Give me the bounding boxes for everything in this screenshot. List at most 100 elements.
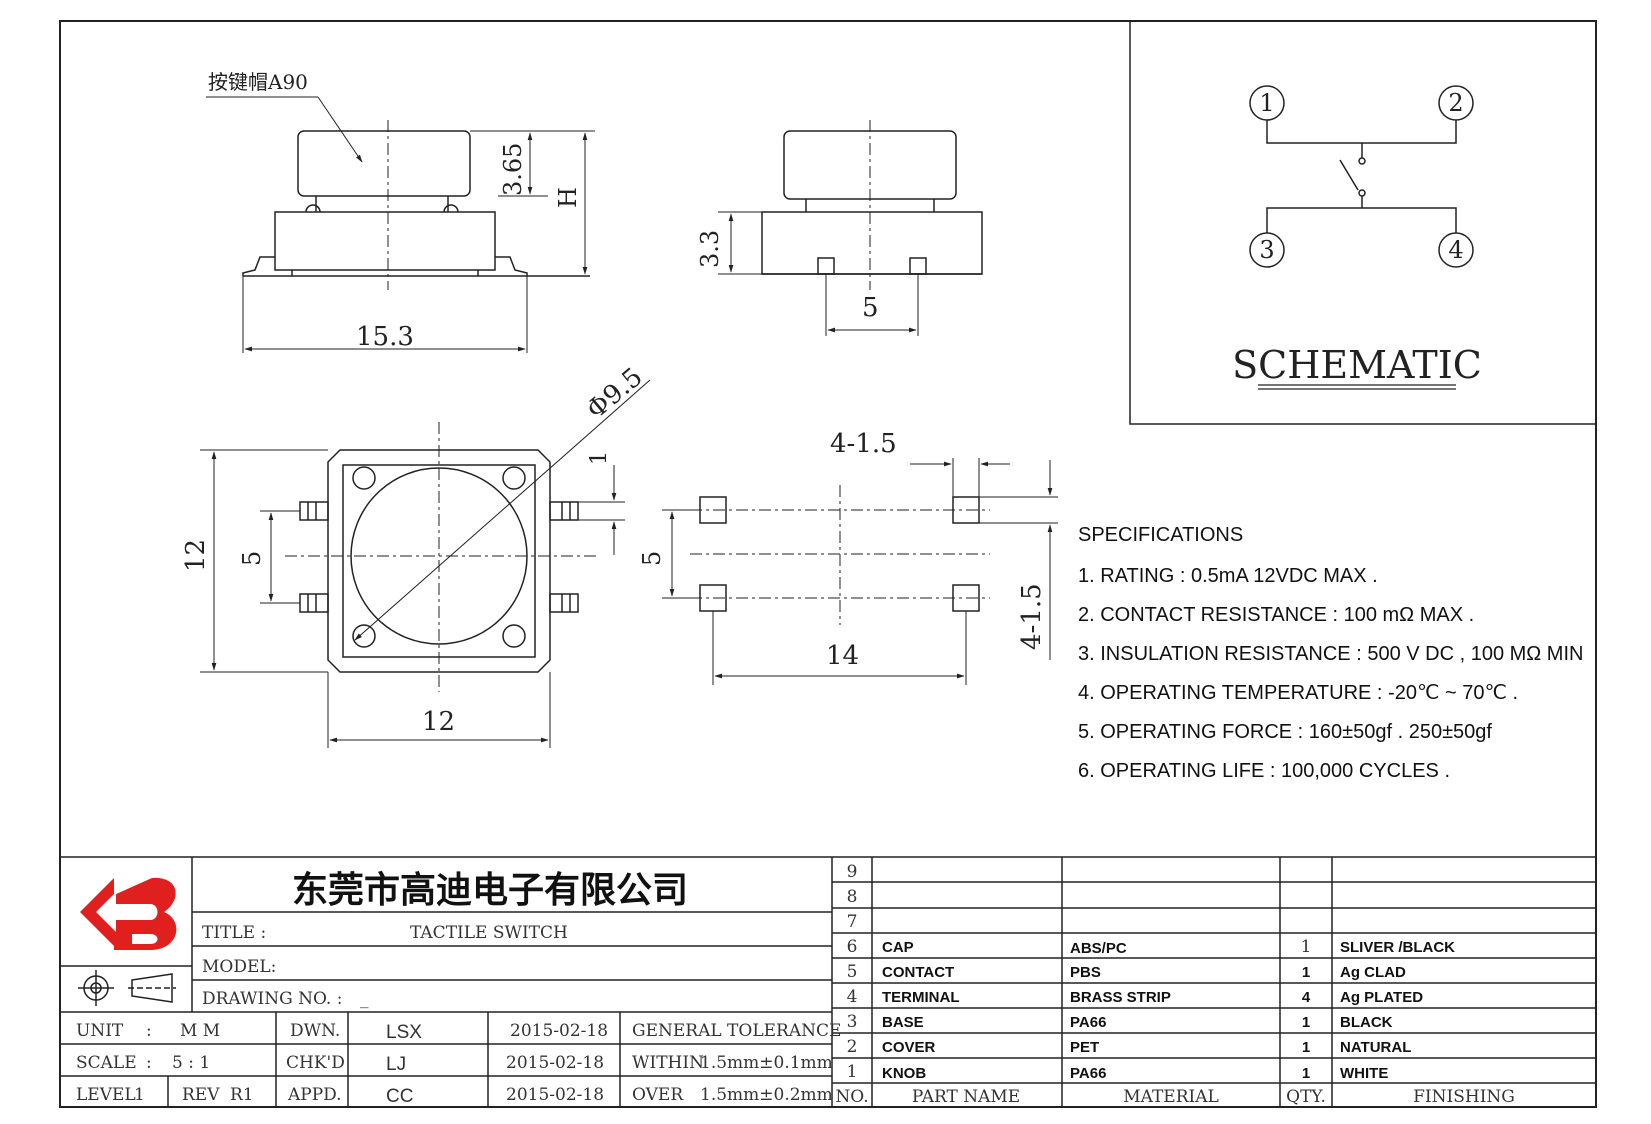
dim-body-width: 12 bbox=[422, 707, 455, 737]
bom-part: KNOB bbox=[882, 1065, 926, 1082]
tolerance-over-value: 1.5mm±0.2mm bbox=[700, 1085, 833, 1105]
dim-total-height: H bbox=[554, 187, 582, 208]
dim-base-height: 3.3 bbox=[696, 230, 724, 268]
dim-pad-size-top: 4-1.5 bbox=[830, 429, 897, 459]
spec-item: 3. INSULATION RESISTANCE : 500 V DC , 10… bbox=[1078, 643, 1583, 665]
bom-qty: 1 bbox=[1302, 1014, 1310, 1031]
chk-date: 2015-02-18 bbox=[506, 1053, 604, 1073]
bom-row-no: 9 bbox=[847, 862, 858, 882]
switch-symbol bbox=[1249, 85, 1474, 268]
spec-item: 6. OPERATING LIFE : 100,000 CYCLES . bbox=[1078, 760, 1450, 782]
scale-label: SCALE bbox=[76, 1053, 137, 1073]
dim-pin-pitch-v: 5 bbox=[238, 551, 266, 566]
bom-part: CAP bbox=[882, 939, 914, 956]
appd-date: 2015-02-18 bbox=[506, 1085, 604, 1105]
bom-qty: 1 bbox=[1302, 964, 1310, 981]
bom-row-no: 8 bbox=[847, 887, 858, 907]
schematic-pin-1: 1 bbox=[1259, 89, 1274, 117]
cap-label: 按键帽A90 bbox=[208, 70, 308, 94]
title-block bbox=[60, 856, 1596, 1107]
bom-finish: NATURAL bbox=[1340, 1039, 1411, 1056]
bom-material: PA66 bbox=[1070, 1065, 1106, 1082]
bom-finish: Ag PLATED bbox=[1340, 989, 1423, 1006]
specifications: SPECIFICATIONS 1. RATING : 0.5mA 12VDC M… bbox=[1078, 524, 1583, 782]
dim-pin-pitch: 5 bbox=[862, 293, 879, 323]
spec-item: 1. RATING : 0.5mA 12VDC MAX . bbox=[1078, 565, 1378, 587]
bom-part: CONTACT bbox=[882, 964, 954, 981]
level-label: LEVEL bbox=[76, 1085, 136, 1105]
sheet-border bbox=[59, 20, 1597, 1108]
bom-row-no: 4 bbox=[847, 987, 858, 1007]
spec-item: 4. OPERATING TEMPERATURE : -20℃ ~ 70℃ . bbox=[1078, 682, 1518, 704]
bom-finish: SLIVER /BLACK bbox=[1340, 939, 1455, 956]
spec-title: SPECIFICATIONS bbox=[1078, 524, 1243, 546]
bom-qty: 1 bbox=[1301, 937, 1312, 957]
dwn-label: DWN. bbox=[290, 1021, 340, 1041]
side-view bbox=[206, 96, 595, 353]
projection-symbol bbox=[78, 970, 176, 1006]
bom-header-material: MATERIAL bbox=[1123, 1087, 1219, 1107]
dim-length: 15.3 bbox=[356, 322, 414, 352]
bom-finish: BLACK bbox=[1340, 1014, 1393, 1031]
drawing-no-value: _ bbox=[360, 989, 369, 1009]
bom-material: ABS/PC bbox=[1070, 940, 1127, 957]
company-logo bbox=[80, 877, 177, 950]
title-value: TACTILE SWITCH bbox=[410, 923, 568, 943]
dim-pad-size-side: 4-1.5 bbox=[1017, 583, 1047, 650]
bom-finish: WHITE bbox=[1340, 1065, 1388, 1082]
schematic-title: SCHEMATIC bbox=[1232, 343, 1482, 387]
dwn-name: LSX bbox=[386, 1022, 422, 1043]
unit-separator: : bbox=[146, 1021, 152, 1041]
bom-material: PBS bbox=[1070, 964, 1101, 981]
dwn-date: 2015-02-18 bbox=[510, 1021, 608, 1041]
schematic-pin-3: 3 bbox=[1259, 236, 1274, 264]
tolerance-within-label: WITHIN bbox=[632, 1053, 704, 1073]
bom-table: 9 8 7 6 CAP ABS/PC 1 SLIVER /BLACK 5 CON… bbox=[835, 862, 1514, 1107]
schematic-pin-2: 2 bbox=[1448, 89, 1463, 117]
bom-header-qty: QTY. bbox=[1286, 1087, 1326, 1107]
bom-row-no: 5 bbox=[847, 962, 858, 982]
bom-header-part: PART NAME bbox=[912, 1087, 1020, 1107]
chk-label: CHK'D bbox=[286, 1053, 345, 1073]
level-value: 1 bbox=[134, 1085, 145, 1105]
schematic-pin-4: 4 bbox=[1448, 236, 1463, 264]
bom-row-no: 7 bbox=[847, 912, 858, 932]
dim-pad-pitch-h: 14 bbox=[826, 641, 859, 671]
appd-label: APPD. bbox=[287, 1085, 342, 1105]
bom-header-finish: FINISHING bbox=[1413, 1087, 1515, 1107]
front-view bbox=[718, 120, 983, 336]
title-label: TITLE : bbox=[202, 923, 266, 943]
dim-body-height: 12 bbox=[181, 539, 211, 572]
bom-row-no: 6 bbox=[847, 937, 858, 957]
chk-name: LJ bbox=[386, 1054, 406, 1075]
bom-row-no: 3 bbox=[847, 1012, 858, 1032]
bom-header-no: NO. bbox=[835, 1087, 868, 1107]
schematic-box: 1 2 3 4 SCHEMATIC bbox=[1129, 20, 1597, 425]
tolerance-over-label: OVER bbox=[632, 1085, 684, 1105]
company-name: 东莞市高迪电子有限公司 bbox=[292, 870, 688, 911]
unit-label: UNIT bbox=[76, 1021, 124, 1041]
scale-separator: : bbox=[146, 1053, 152, 1073]
bom-row-no: 1 bbox=[847, 1062, 858, 1082]
bom-qty: 1 bbox=[1302, 1039, 1310, 1056]
dim-diameter: Φ9.5 bbox=[581, 362, 648, 425]
drawing-no-label: DRAWING NO. : bbox=[202, 989, 342, 1009]
bom-material: PET bbox=[1070, 1039, 1099, 1056]
bom-part: COVER bbox=[882, 1039, 936, 1056]
bom-finish: Ag CLAD bbox=[1340, 964, 1406, 981]
dim-pad-pitch-v: 5 bbox=[638, 551, 666, 566]
scale-value: 5 : 1 bbox=[172, 1053, 210, 1073]
bom-row-no: 2 bbox=[847, 1037, 858, 1057]
bom-qty: 1 bbox=[1302, 1065, 1310, 1082]
bom-part: TERMINAL bbox=[882, 989, 960, 1006]
tolerance-within-value: 1.5mm±0.1mm bbox=[700, 1053, 833, 1073]
top-view bbox=[200, 379, 651, 748]
model-label: MODEL: bbox=[202, 957, 276, 977]
bom-material: BRASS STRIP bbox=[1070, 989, 1171, 1006]
bom-part: BASE bbox=[882, 1014, 924, 1031]
bom-material: PA66 bbox=[1070, 1014, 1106, 1031]
bom-qty: 4 bbox=[1302, 989, 1311, 1006]
dim-offset: 1 bbox=[587, 451, 612, 465]
rev-label: REV bbox=[182, 1085, 220, 1105]
